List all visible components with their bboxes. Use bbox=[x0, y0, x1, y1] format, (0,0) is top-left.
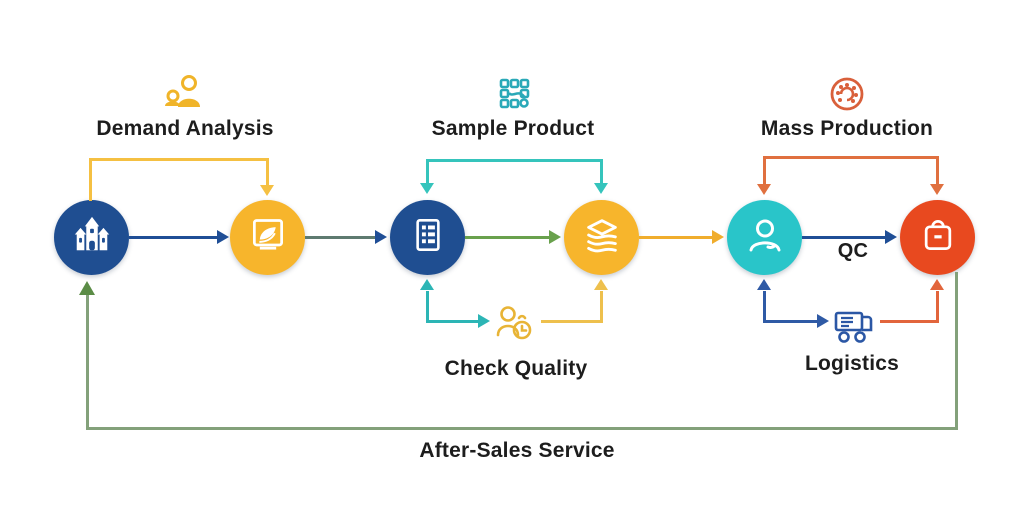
after-sales-label: After-Sales Service bbox=[419, 439, 615, 462]
demand-loop-line-top bbox=[89, 158, 269, 161]
arrowhead-building-to-monitor bbox=[217, 230, 229, 244]
sample-bracket-line-top bbox=[426, 159, 603, 162]
after-sales-line-left bbox=[86, 295, 89, 430]
arrowhead-person-to-bag bbox=[885, 230, 897, 244]
arrow-person-to-bag bbox=[802, 236, 886, 239]
sample-bracket-arrowhead-right bbox=[594, 183, 608, 194]
stage-label-sample-product: Sample Product bbox=[431, 117, 595, 140]
arrow-layers-to-person bbox=[639, 236, 713, 239]
demand-loop-arrowhead bbox=[260, 185, 274, 196]
mass-bracket-arrowhead-right bbox=[930, 184, 944, 195]
check-quality-arrowhead-up bbox=[420, 279, 434, 290]
mass-bracket-line-right bbox=[936, 156, 939, 184]
qc-label: QC bbox=[837, 240, 869, 262]
stage-label-mass-production: Mass Production bbox=[760, 117, 934, 140]
after-sales-arrowhead bbox=[79, 281, 95, 295]
demand-loop-line-left bbox=[89, 158, 92, 201]
machine-icon bbox=[825, 72, 869, 116]
after-sales-line-bottom bbox=[86, 427, 958, 430]
check-quality-return-line-up bbox=[600, 291, 603, 323]
check-quality-arrowhead-right bbox=[478, 314, 490, 328]
check-quality-line-down bbox=[426, 291, 429, 323]
layers-node bbox=[564, 200, 639, 275]
logistics-return-line-up bbox=[936, 291, 939, 323]
shopping-bag-node bbox=[900, 200, 975, 275]
people-icon bbox=[162, 71, 206, 115]
sample-bracket-line-left bbox=[426, 159, 429, 184]
logistics-label: Logistics bbox=[805, 352, 899, 375]
check-quality-line-right bbox=[426, 320, 479, 323]
arrow-monitor-to-checklist bbox=[305, 236, 376, 239]
checklist-node bbox=[390, 200, 465, 275]
truck-icon bbox=[829, 306, 877, 348]
building-icon bbox=[71, 214, 113, 261]
logistics-return-arrowhead bbox=[930, 279, 944, 290]
person-node bbox=[727, 200, 802, 275]
monitor-node bbox=[230, 200, 305, 275]
arrowhead-layers-to-person bbox=[712, 230, 724, 244]
person-icon bbox=[743, 213, 787, 262]
layers-icon bbox=[581, 214, 623, 261]
mass-bracket-arrowhead-left bbox=[757, 184, 771, 195]
person-clock-icon bbox=[492, 301, 538, 347]
pixel-grid-icon bbox=[495, 75, 535, 115]
stage-label-demand-analysis: Demand Analysis bbox=[96, 117, 274, 140]
arrowhead-checklist-to-layers bbox=[549, 230, 561, 244]
check-quality-label: Check Quality bbox=[444, 357, 588, 380]
arrow-building-to-monitor bbox=[129, 236, 218, 239]
checklist-icon bbox=[409, 216, 447, 259]
logistics-arrowhead-up bbox=[757, 279, 771, 290]
shopping-bag-icon bbox=[918, 215, 958, 260]
arrow-checklist-to-layers bbox=[465, 236, 550, 239]
mass-bracket-line-top bbox=[763, 156, 939, 159]
mass-bracket-line-left bbox=[763, 156, 766, 184]
check-quality-return-arrowhead bbox=[594, 279, 608, 290]
building-node bbox=[54, 200, 129, 275]
check-quality-return-line bbox=[541, 320, 603, 323]
arrowhead-monitor-to-checklist bbox=[375, 230, 387, 244]
logistics-line-down bbox=[763, 291, 766, 323]
logistics-return-line bbox=[880, 320, 939, 323]
logistics-line-right bbox=[763, 320, 818, 323]
sample-bracket-line-right bbox=[600, 159, 603, 184]
sample-bracket-arrowhead-left bbox=[420, 183, 434, 194]
logistics-arrowhead-right bbox=[817, 314, 829, 328]
demand-loop-line-right bbox=[266, 158, 269, 185]
after-sales-line-right bbox=[955, 272, 958, 430]
monitor-leaf-icon bbox=[248, 215, 288, 260]
